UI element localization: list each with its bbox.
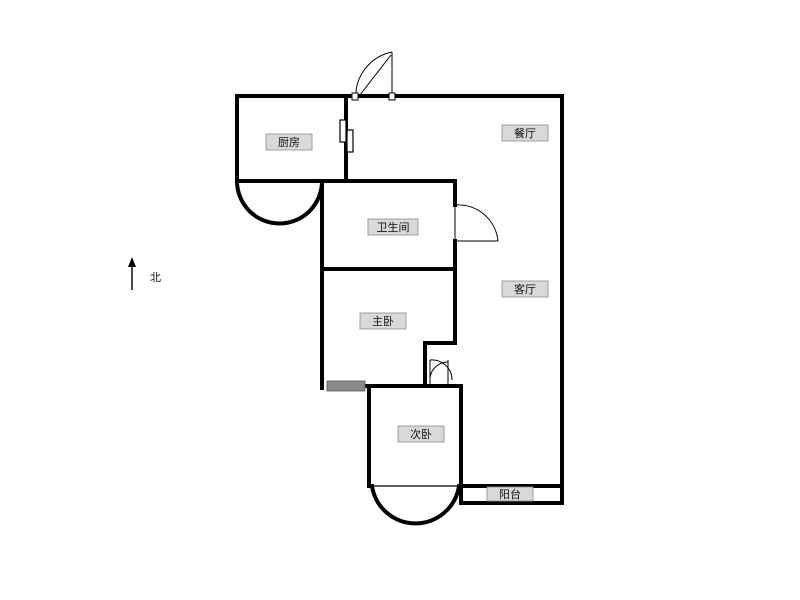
room-label-living: 客厅 <box>501 280 549 298</box>
svg-text:卫生间: 卫生间 <box>377 220 410 234</box>
interior-walls <box>320 179 564 505</box>
bedroom-doors[interactable] <box>429 359 453 386</box>
bathroom-door[interactable] <box>454 204 499 242</box>
room-label-master-bedroom: 主卧 <box>359 312 407 330</box>
room-label-second-bedroom: 次卧 <box>397 425 445 443</box>
room-label-dining: 餐厅 <box>501 124 549 142</box>
kitchen-sliding-door[interactable] <box>339 119 354 153</box>
north-label: 北 <box>150 271 161 284</box>
kitchen-bay-window <box>234 178 325 226</box>
svg-text:阳台: 阳台 <box>499 487 521 501</box>
room-label-balcony: 阳台 <box>486 486 534 502</box>
room-label-bathroom: 卫生间 <box>367 218 419 236</box>
svg-text:厨房: 厨房 <box>278 136 300 149</box>
svg-text:主卧: 主卧 <box>372 315 394 328</box>
north-arrow <box>128 257 136 290</box>
second-bedroom-bay-window <box>369 483 462 526</box>
master-bedroom-window <box>326 380 366 392</box>
svg-text:客厅: 客厅 <box>514 282 536 296</box>
room-label-kitchen: 厨房 <box>265 133 313 151</box>
entry-door[interactable] <box>351 51 396 101</box>
svg-text:次卧: 次卧 <box>410 427 432 441</box>
svg-text:餐厅: 餐厅 <box>514 126 536 140</box>
